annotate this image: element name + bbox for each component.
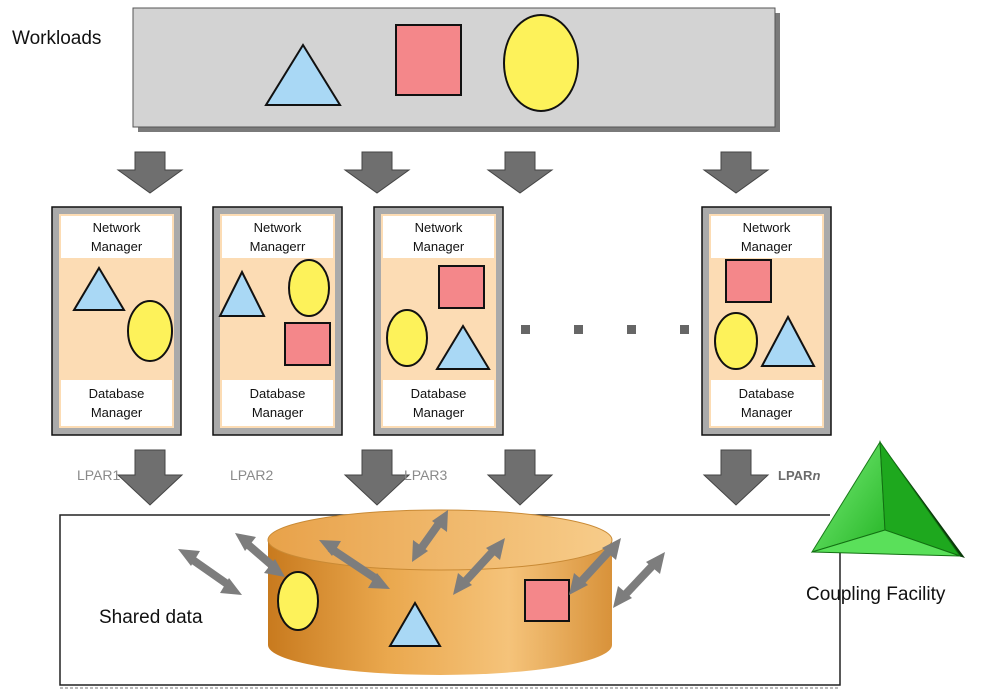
lparn-database-manager: Database Manager	[738, 386, 795, 420]
lpar3-triangle	[435, 324, 491, 370]
workload-square	[395, 24, 462, 96]
lparn-shapes	[714, 259, 816, 370]
lpar3-ellipse	[386, 309, 428, 367]
lparn-triangle	[760, 314, 816, 367]
lpar2-shapes	[218, 259, 331, 366]
lpar1-shapes	[72, 266, 173, 362]
down-arrow	[486, 449, 554, 506]
lpar1-label: LPAR1	[77, 467, 121, 483]
lparn-label-suffix: n	[812, 468, 821, 483]
lparn-network-manager: Network Manager	[740, 220, 793, 254]
double-arrow	[235, 533, 285, 577]
double-arrow	[319, 540, 390, 589]
double-arrow	[178, 549, 242, 595]
lparn-label-prefix: LPAR	[778, 468, 813, 483]
top-arrows	[116, 151, 770, 194]
lpar1-database-manager: Database Manager	[88, 386, 145, 420]
shared-data-panel	[59, 514, 841, 689]
lpar3-network-manager: Network Manager	[412, 220, 465, 254]
bottom-arrows	[116, 449, 770, 506]
lpar2-ellipse	[288, 259, 330, 317]
workloads-panel	[132, 7, 780, 132]
lpar2-database-manager: Database Manager	[249, 386, 306, 420]
lpar1-triangle	[72, 266, 126, 311]
down-arrow	[116, 151, 184, 194]
lpar3-square	[438, 265, 485, 309]
down-arrow	[343, 449, 411, 506]
lpar1-ellipse	[127, 300, 173, 362]
workload-triangle	[264, 43, 342, 106]
double-arrow	[412, 510, 448, 562]
lparn-label: LPARn	[778, 468, 820, 483]
coupling-facility-label: Coupling Facility	[806, 584, 946, 605]
shared-ellipse	[277, 571, 319, 631]
down-arrow	[702, 449, 770, 506]
lpar2-triangle	[218, 269, 266, 317]
down-arrow	[343, 151, 411, 194]
lpar2-square	[284, 322, 331, 366]
lpar3-database-manager: Database Manager	[410, 386, 467, 420]
down-arrow	[486, 151, 554, 194]
workload-ellipse	[503, 14, 579, 112]
lparn-square	[725, 259, 772, 303]
down-arrow	[116, 449, 184, 506]
double-arrow	[613, 552, 665, 608]
shared-data-label: Shared data	[99, 607, 203, 628]
workloads-label: Workloads	[12, 28, 102, 49]
lparn-ellipse	[714, 312, 758, 370]
lpar3-shapes	[386, 265, 491, 370]
shared-square	[524, 579, 570, 622]
double-arrow	[453, 538, 505, 595]
double-arrow	[569, 538, 621, 595]
lpar2-label: LPAR2	[230, 467, 274, 483]
green-pyramid-icon	[810, 440, 965, 558]
lpar1-network-manager: Network Manager	[90, 220, 143, 254]
shared-triangle	[388, 601, 442, 647]
shared-shapes	[277, 571, 570, 647]
down-arrow	[702, 151, 770, 194]
lpar3-label: LPAR3	[404, 467, 448, 483]
ellipsis-dots	[521, 325, 689, 334]
shared-data-cylinder	[267, 509, 613, 675]
double-arrows	[178, 510, 665, 608]
lpar2-network-manager: Network Managerr	[249, 220, 306, 254]
